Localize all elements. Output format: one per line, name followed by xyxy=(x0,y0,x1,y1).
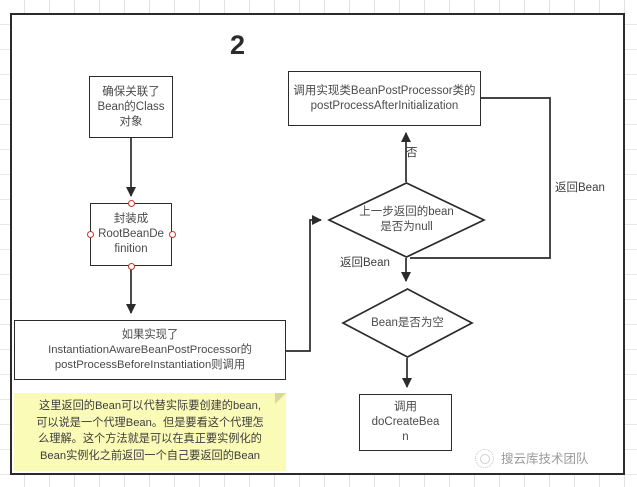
watermark-text: 搜云库技术团队 xyxy=(501,451,589,466)
watermark-brand: 搜云库技术团队 xyxy=(475,449,589,468)
edge-before-to-null-check xyxy=(286,214,323,352)
node-post-process-after-initialization[interactable]: 调用实现类BeanPostProcessor类的 postProcessAfte… xyxy=(288,71,481,126)
connection-handle-top[interactable] xyxy=(127,199,135,207)
edge-after-init-return-bean xyxy=(410,97,551,259)
node-ensure-bean-class[interactable]: 确保关联了 Bean的Class 对象 xyxy=(89,76,173,138)
step-number-label: 2 xyxy=(230,30,246,60)
edge-label-no: 否 xyxy=(406,147,418,159)
decision-bean-is-empty[interactable]: Bean是否为空 xyxy=(341,288,474,358)
connection-handle-right[interactable] xyxy=(168,230,176,238)
node-post-process-before-instantiation[interactable]: 如果实现了 InstantiationAwareBeanPostProcesso… xyxy=(14,320,286,380)
edge-label-return-bean-left: 返回Bean xyxy=(340,257,390,270)
node-do-create-bean[interactable]: 调用 doCreateBea n xyxy=(359,394,452,451)
connection-handle-bottom[interactable] xyxy=(127,262,135,270)
edge-label-return-bean-right: 返回Bean xyxy=(555,182,605,194)
decision-previous-bean-is-null[interactable]: 上一步返回的bean 是否为null xyxy=(327,182,486,258)
sticky-note-fold-icon xyxy=(275,393,286,404)
circular-logo-icon xyxy=(475,449,494,468)
node-wrap-root-bean-definition[interactable]: 封装成 RootBeanDe finition xyxy=(90,203,172,266)
connection-handle-left[interactable] xyxy=(86,230,94,238)
sticky-note-proxy-bean[interactable]: 这里返回的Bean可以代替实际要创建的bean, 可以说是一个代理Bean。但是… xyxy=(14,393,286,471)
